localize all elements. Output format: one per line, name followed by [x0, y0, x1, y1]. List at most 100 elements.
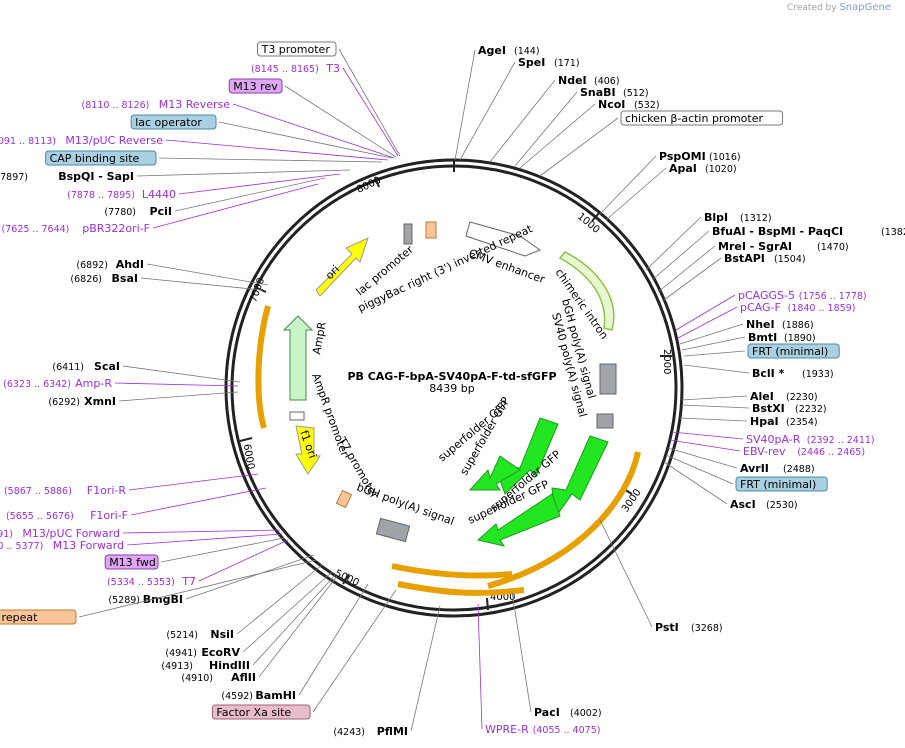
right-leader-line-12 [675, 294, 736, 331]
right-leader-line-25 [663, 461, 728, 505]
left-leader-line-26 [252, 573, 337, 666]
left-site-name-17: F1ori-F [90, 509, 128, 522]
left-label-18: M13/pUC Forward (5369 .. 5391) [0, 527, 281, 540]
left-label-box-6 [45, 150, 157, 166]
right-leader-line-26 [599, 519, 653, 628]
right-site-name-26: PstI [655, 621, 679, 634]
right-site-name-24: FRT (minimal) [740, 478, 816, 491]
left-site-pos-8: (7878 .. 7895) [67, 190, 135, 201]
right-site-name-23: AvrII [740, 462, 769, 475]
left-label-12: BsaI(6826) [70, 272, 263, 291]
left-label-29: Factor Xa site [211, 589, 397, 720]
right-site-pos-15: (1890) [784, 333, 816, 344]
right-site-pos-11: (1504) [774, 254, 806, 265]
left-label-19: M13 Forward(5360 .. 5377) [0, 533, 283, 552]
right-site-name-19: BstXI [752, 402, 785, 415]
right-label-16: FRT (minimal) [683, 343, 840, 359]
right-label-20: HpaI(2354) [679, 415, 818, 428]
ampr-label: AmpR [310, 321, 329, 356]
chicken-actin-promoter-feature [558, 251, 615, 331]
ori-arrow [315, 237, 369, 297]
left-leader-line-14 [114, 382, 239, 387]
right-site-name-11: BstAPI [724, 252, 765, 265]
label-layer: AgeI(144)SpeI(171)NdeI(406)SnaBI(512)Nco… [0, 41, 905, 738]
right-site-name-21: SV40pA-R [746, 433, 801, 446]
left-site-pos-13: (6411) [52, 362, 84, 373]
left-label-15: XmnI(6292) [48, 391, 239, 408]
right-leader-line-28 [477, 603, 483, 730]
right-leader-line-3 [514, 91, 578, 167]
right-site-name-17: BclI * [752, 367, 785, 380]
right-label-15: BmtI(1890) [681, 331, 816, 351]
right-site-pos-12: (1756 .. 1778) [799, 291, 867, 302]
left-site-name-8: L4440 [142, 188, 176, 201]
right-label-23: AvrII(2488) [667, 447, 815, 475]
right-site-pos-7: (1020) [705, 164, 737, 175]
right-label-21: SV40pA-R(2392 .. 2411) [671, 431, 875, 446]
left-site-pos-12: (6826) [70, 274, 102, 285]
f1-ori-arrow [295, 425, 321, 475]
left-leader-line-5 [165, 139, 389, 161]
ampr-promoter-arrow [289, 411, 305, 421]
sfgfp-arrow-3 [476, 493, 561, 547]
left-label-box-4 [130, 114, 217, 130]
right-label-12: pCAGGS-5(1756 .. 1778) [675, 289, 867, 331]
left-site-pos-18: (5369 .. 5391) [0, 529, 13, 540]
right-site-pos-6: (1016) [709, 152, 741, 163]
left-site-name-30: PflMI [377, 725, 408, 738]
right-leader-line-0 [454, 49, 476, 161]
right-label-6: PspOMI(1016) [599, 150, 741, 215]
right-label-27: PacI(4002) [511, 591, 602, 719]
left-site-name-1: T3 [325, 62, 340, 75]
left-site-pos-14: (6323 .. 6342) [3, 379, 71, 390]
left-site-pos-25: (4941) [165, 648, 197, 659]
left-label-1: T3(8145 .. 8165) [251, 62, 399, 157]
left-site-pos-11: (6892) [76, 260, 108, 271]
right-leader-line-1 [459, 61, 516, 161]
tick-2000: 2000 [661, 349, 672, 374]
right-label-4: NcoI(532) [519, 98, 660, 169]
left-site-name-5: M13/pUC Reverse [65, 134, 163, 147]
right-site-pos-19: (2232) [795, 404, 827, 415]
right-label-3: SnaBI(512) [514, 86, 649, 167]
credit-prefix: Created by [787, 3, 837, 13]
right-label-5: chicken β-actin promoter [539, 110, 784, 177]
right-site-name-20: HpaI [750, 415, 779, 428]
right-label-11: BstAPI (1504) [663, 252, 806, 301]
orange-arc-bottom-1 [391, 563, 513, 579]
left-leader-line-8 [178, 173, 341, 195]
left-leader-line-9 [174, 177, 326, 212]
orange-arc-bottom-2 [397, 581, 525, 596]
left-label-26: HindIII(4913) [161, 573, 337, 672]
right-site-pos-22: (2446 .. 2465) [797, 447, 865, 458]
left-label-28: BamHI(4592) [221, 583, 369, 702]
right-site-pos-13: (1840 .. 1859) [788, 303, 856, 314]
left-site-name-26: HindIII [209, 659, 250, 672]
left-leader-line-16 [128, 473, 259, 491]
right-label-7: ApaI(1020) [605, 162, 737, 221]
left-site-pos-24: (5214) [166, 630, 198, 641]
tick-6000: 6000 [241, 443, 256, 470]
cmv-enhancer-feature [465, 221, 542, 257]
right-site-name-2: NdeI [558, 74, 587, 87]
left-leader-line-21 [198, 539, 289, 582]
right-leader-line-20 [679, 417, 748, 422]
left-leader-line-18 [122, 529, 281, 534]
left-label-25: EcoRV(4941) [165, 571, 333, 659]
plasmid-name: PB CAG-F-bpA-SV40pA-F-td-sfGFP [347, 370, 556, 383]
left-site-name-13: ScaI [94, 360, 120, 373]
left-leader-line-23 [78, 559, 317, 618]
right-site-name-28: WPRE-R [485, 723, 529, 736]
right-site-name-27: PacI [534, 706, 560, 719]
left-label-8: L4440 (7878 .. 7895) [67, 173, 341, 201]
right-site-pos-14: (1886) [782, 320, 814, 331]
left-site-pos-22: (5289) [108, 595, 140, 606]
right-leader-line-9 [651, 230, 710, 281]
right-label-box-16 [747, 343, 840, 359]
right-leader-line-5 [539, 117, 619, 177]
wpre-feature [487, 451, 641, 589]
right-leader-line-18 [681, 395, 748, 401]
left-site-name-18: M13/pUC Forward [22, 527, 120, 540]
left-label-24: NsiI(5214) [166, 564, 323, 641]
